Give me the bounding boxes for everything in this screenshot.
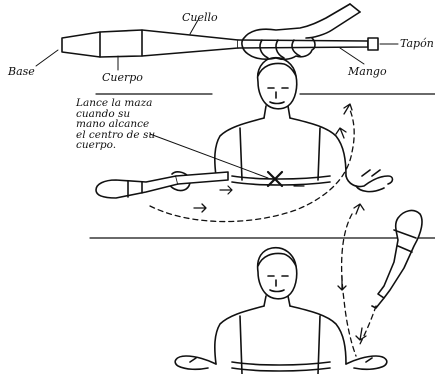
club-body	[62, 30, 238, 57]
instruction-line: Lance la maza	[76, 98, 176, 109]
leader-mango	[340, 48, 364, 64]
catch-trajectory	[342, 214, 356, 356]
label-cuello: Cuello	[182, 12, 218, 23]
arrow-up-1	[336, 128, 346, 138]
instruction-line: cuerpo.	[76, 140, 176, 151]
person-head-1	[258, 58, 297, 109]
arrow-down-2	[338, 276, 346, 290]
label-base: Base	[8, 66, 35, 77]
throw-instruction: Lance la maza cuando su mano alcance el …	[76, 98, 176, 151]
arrow-up-2	[354, 204, 364, 214]
label-cuerpo: Cuerpo	[102, 72, 143, 83]
trajectory-arc	[150, 110, 354, 222]
club-handle	[238, 40, 368, 48]
catch-scene	[90, 204, 435, 374]
club-knob	[368, 38, 378, 50]
leader-base	[36, 50, 58, 66]
instruction-line: mano alcance	[76, 119, 176, 130]
gripping-hand	[242, 4, 360, 59]
label-mango: Mango	[348, 66, 387, 77]
label-tapon: Tapón	[400, 38, 434, 49]
torso-2	[215, 306, 346, 364]
arrow-right-1	[194, 204, 206, 212]
open-hand-1	[356, 170, 384, 192]
thrown-club-1	[96, 176, 178, 198]
falling-club	[378, 211, 422, 298]
torso-1	[215, 118, 346, 176]
